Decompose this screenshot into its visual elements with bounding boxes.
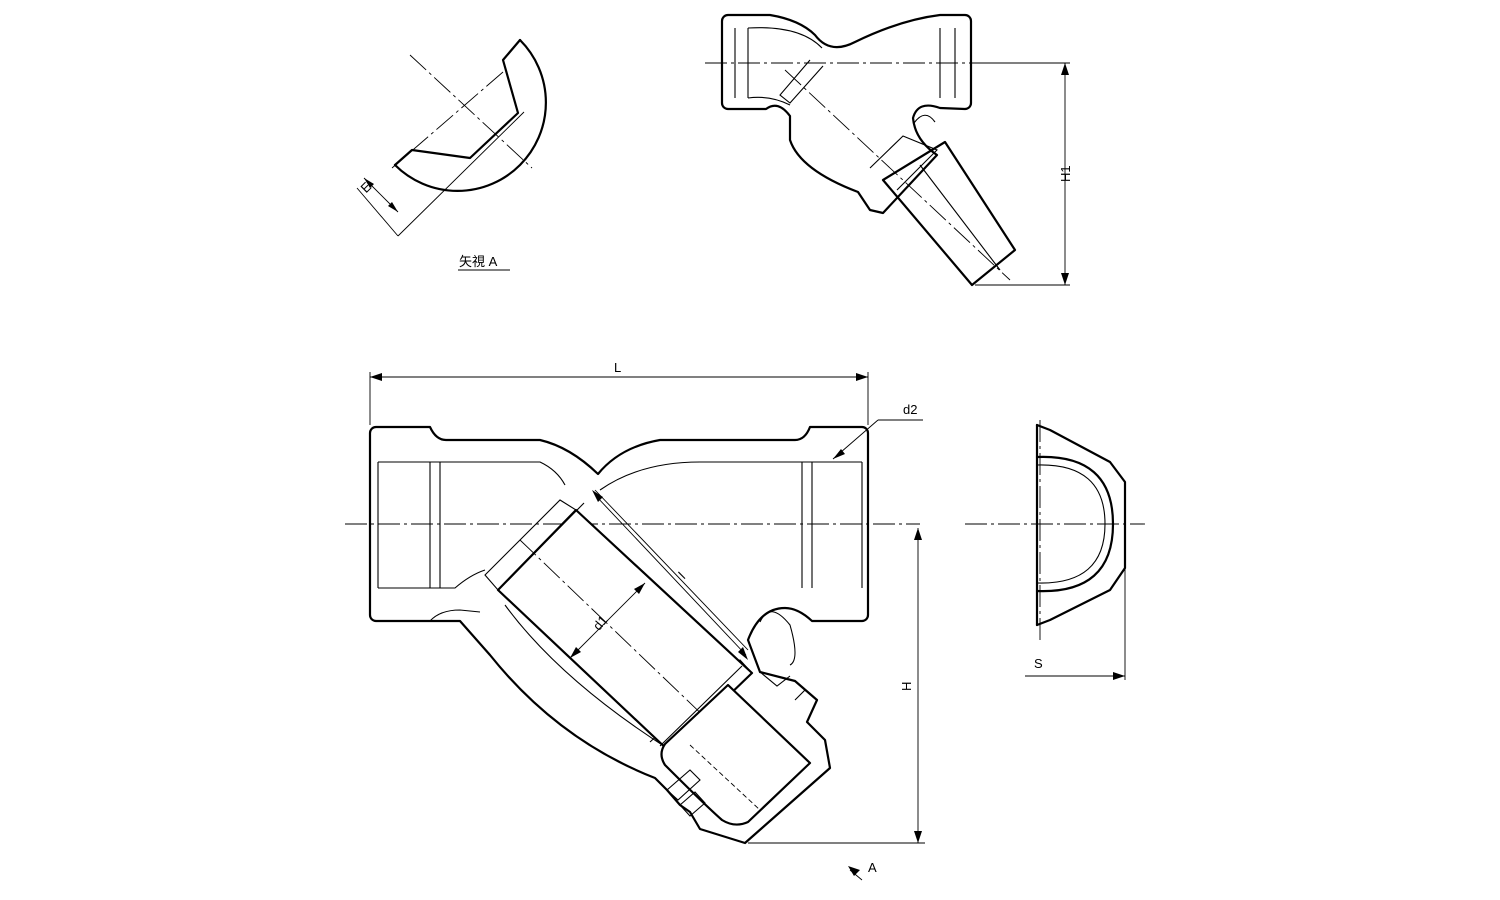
dim-l-label: L (614, 360, 621, 375)
dim-h1-label: H1 (1058, 165, 1073, 182)
view-a-caption: 矢視 A (459, 254, 498, 269)
dim-d2-label: d2 (903, 402, 917, 417)
view-arrow-a-label: A (868, 860, 877, 875)
side-view: S (965, 420, 1145, 680)
dim-s-label: S (1034, 656, 1043, 671)
dim-h-label: H (899, 682, 914, 691)
dim-e-label: E (358, 179, 375, 196)
top-view: H1 (705, 13, 1073, 287)
front-view: L l d1 d2 (345, 360, 925, 881)
dim-l-small-label: l (676, 569, 689, 582)
view-a-detail: E 矢視 A (356, 38, 547, 271)
